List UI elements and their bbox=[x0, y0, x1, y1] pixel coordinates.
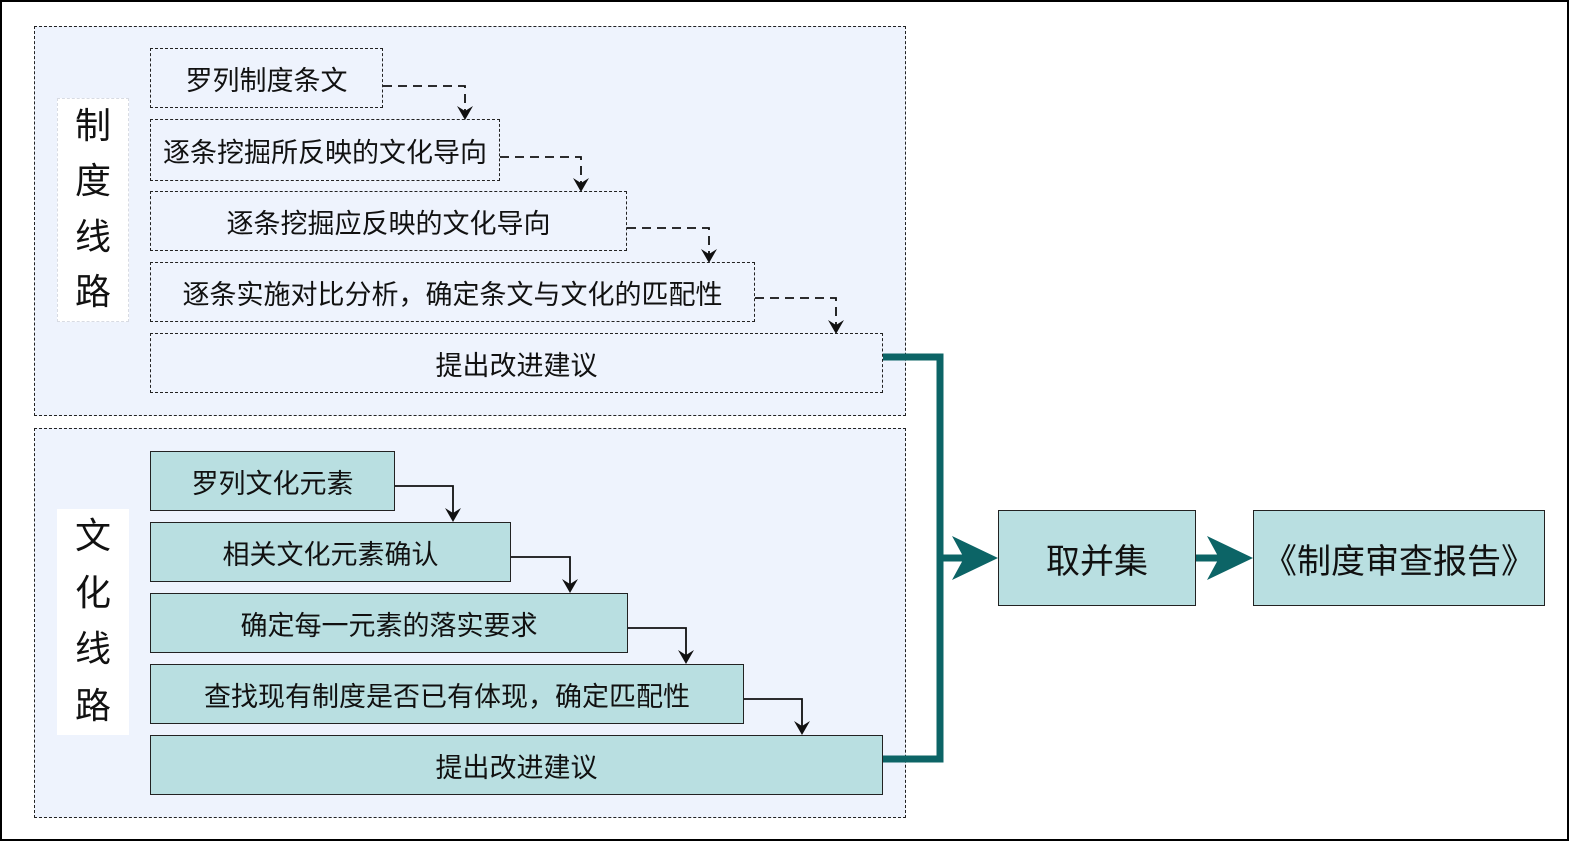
arrowhead-icon bbox=[573, 178, 589, 192]
system-step-compare-match: 逐条实施对比分析，确定条文与文化的匹配性 bbox=[150, 262, 755, 322]
culture-step-improvement: 提出改进建议 bbox=[150, 735, 883, 795]
culture-route-label-char: 化 bbox=[74, 572, 111, 614]
culture-step-confirm-elements: 相关文化元素确认 bbox=[150, 522, 511, 582]
union-box: 取并集 bbox=[998, 510, 1196, 606]
system-step-list-clauses: 罗列制度条文 bbox=[150, 48, 383, 108]
culture-route-arrowheads bbox=[445, 508, 810, 735]
arrowhead-icon bbox=[457, 106, 473, 120]
system-step-expected-culture: 逐条挖掘应反映的文化导向 bbox=[150, 191, 627, 251]
culture-route-label-char: 线 bbox=[74, 629, 111, 671]
system-step-improvement: 提出改进建议 bbox=[150, 333, 883, 393]
connector-arrow bbox=[744, 698, 803, 733]
merge-arrowheads bbox=[952, 536, 1253, 580]
connector-arrow bbox=[383, 85, 466, 118]
system-route-label-char: 度 bbox=[74, 161, 111, 203]
arrowhead-icon bbox=[828, 320, 844, 334]
connector-arrow bbox=[628, 627, 687, 662]
culture-route-label-char: 路 bbox=[74, 685, 111, 727]
culture-step-check-existing: 查找现有制度是否已有体现，确定匹配性 bbox=[150, 664, 744, 724]
system-route-label: 制 度 线 路 bbox=[57, 98, 129, 322]
arrowhead-icon bbox=[562, 579, 578, 593]
system-step-reflected-culture: 逐条挖掘所反映的文化导向 bbox=[150, 119, 500, 181]
system-route-connectors bbox=[383, 85, 837, 332]
merge-connectors bbox=[883, 353, 1224, 763]
system-route-arrowheads bbox=[457, 106, 844, 334]
connector-arrow bbox=[627, 227, 710, 261]
system-route-label-char: 制 bbox=[74, 105, 111, 147]
report-box: 《制度审查报告》 bbox=[1253, 510, 1545, 606]
arrowhead-icon bbox=[1207, 536, 1253, 580]
system-merge-line bbox=[883, 353, 944, 763]
connector-arrow bbox=[511, 556, 571, 591]
connector-arrow bbox=[500, 156, 582, 190]
culture-step-requirements: 确定每一元素的落实要求 bbox=[150, 593, 628, 653]
system-route-label-char: 线 bbox=[74, 216, 111, 258]
system-route-panel bbox=[34, 26, 906, 416]
culture-route-label: 文 化 线 路 bbox=[57, 509, 129, 735]
culture-route-connectors bbox=[395, 485, 803, 733]
connector-arrow bbox=[395, 485, 454, 520]
system-route-label-char: 路 bbox=[74, 272, 111, 314]
arrowhead-icon bbox=[952, 536, 998, 580]
arrowhead-icon bbox=[678, 650, 694, 664]
arrowhead-icon bbox=[445, 508, 461, 522]
arrowhead-icon bbox=[794, 721, 810, 735]
connector-arrow bbox=[755, 297, 837, 332]
culture-route-label-char: 文 bbox=[74, 516, 111, 558]
culture-step-list-elements: 罗列文化元素 bbox=[150, 451, 395, 511]
arrowhead-icon bbox=[701, 249, 717, 263]
